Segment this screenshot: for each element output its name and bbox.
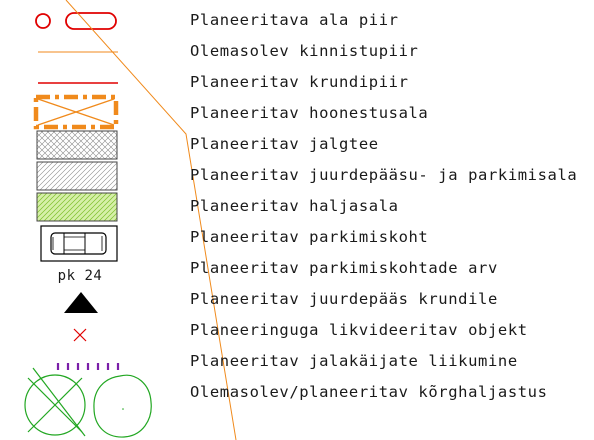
plan-boundary-circle-icon [35,13,51,29]
legend-label-parking-count: Planeeritav parkimiskohtade arv [190,259,498,277]
legend-label-footpath: Planeeritav jalgtee [190,135,379,153]
legend-label-access-parking: Planeeritav juurdepääsu- ja parkimisala [190,166,578,184]
green-area-hatch-icon [36,192,118,222]
parking-area-hatch-icon [36,161,118,191]
legend-label-parking-spot: Planeeritav parkimiskoht [190,228,429,246]
legend-label-pedestrian: Planeeritav jalakäijate liikumine [190,352,518,370]
legend-label-building-area: Planeeritav hoonestusala [190,104,429,122]
access-triangle-icon [64,292,98,313]
legend-label-plot-boundary: Planeeritav krundipiir [190,73,409,91]
remove-cross-icon [73,328,87,342]
legend-label-property-boundary: Olemasolev kinnistupiir [190,42,419,60]
pedestrian-ticks-icon [56,363,120,370]
legend-label-green-area: Planeeritav haljasala [190,197,399,215]
tree-icon [93,374,152,438]
plan-boundary-pill-icon [65,12,117,30]
footpath-hatch-icon [36,130,118,160]
removed-tree-icon [24,367,86,437]
building-area-icon [33,94,119,130]
property-boundary-overlay-line [65,0,237,440]
legend-label-plot-access: Planeeritav juurdepääs krundile [190,290,498,308]
legend-label-planning-boundary: Planeeritava ala piir [190,11,399,29]
legend-label-trees: Olemasolev/planeeritav kõrghaljastus [190,383,548,401]
legend-label-removed-object: Planeeringuga likvideeritav objekt [190,321,528,339]
car-icon [40,225,118,262]
parking-count-label: pk 24 [57,268,103,284]
plan-boundary-symbol [35,12,117,30]
